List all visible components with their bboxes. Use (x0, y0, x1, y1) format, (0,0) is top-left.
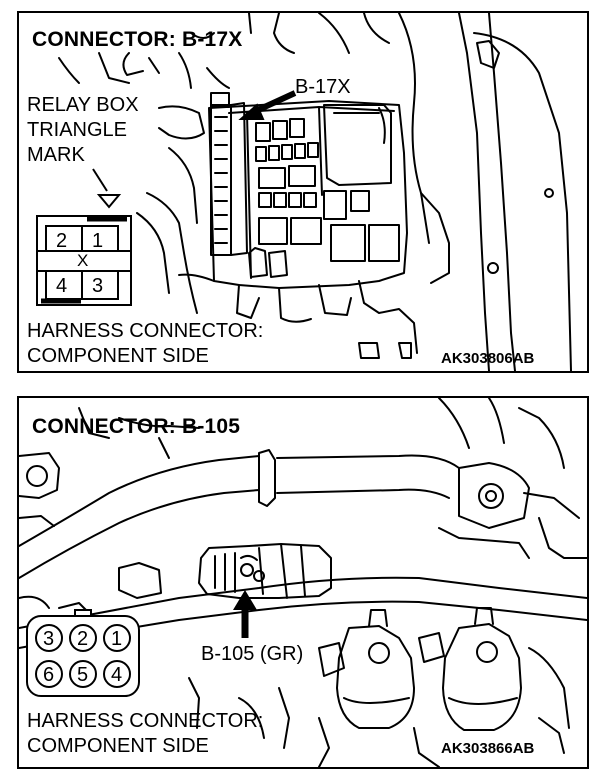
harness-label-line-1: HARNESS CONNECTOR: (27, 320, 264, 342)
pin-label-x: X (77, 251, 89, 270)
relay-box-illustration (36, 13, 572, 371)
figure-code: AK303806AB (441, 350, 535, 367)
pin-label-3: 3 (43, 628, 55, 650)
connector-b105-panel: CONNECTOR: B-105 B-105 (GR) 3 2 1 6 5 4 … (17, 396, 589, 769)
pin-label-5: 5 (77, 664, 89, 686)
panel-title: CONNECTOR: B-17X (32, 28, 243, 51)
relay-note-line-2: TRIANGLE (27, 119, 128, 141)
callout-label: B-105 (GR) (201, 643, 304, 665)
harness-label-line-2: COMPONENT SIDE (27, 735, 209, 757)
pin-label-1: 1 (92, 230, 104, 252)
harness-label-line-1: HARNESS CONNECTOR: (27, 710, 264, 732)
relay-note-line-1: RELAY BOX (27, 94, 139, 116)
pin-label-3: 3 (92, 275, 104, 297)
pin-label-4: 4 (56, 275, 68, 297)
pin-label-2: 2 (77, 628, 89, 650)
connector-b17x-panel: CONNECTOR: B-17X B-17X RELAY BOX TRIANGL… (17, 11, 589, 373)
harness-label-line-2: COMPONENT SIDE (27, 345, 209, 367)
callout-label: B-17X (295, 76, 351, 98)
pin-label-4: 4 (111, 664, 123, 686)
pin-label-1: 1 (111, 628, 123, 650)
engine-bay-illustration (19, 398, 587, 767)
panel-title: CONNECTOR: B-105 (32, 415, 241, 438)
pin-label-6: 6 (43, 664, 55, 686)
pin-label-2: 2 (56, 230, 68, 252)
relay-note-line-3: MARK (27, 144, 85, 166)
figure-code: AK303866AB (441, 740, 535, 757)
